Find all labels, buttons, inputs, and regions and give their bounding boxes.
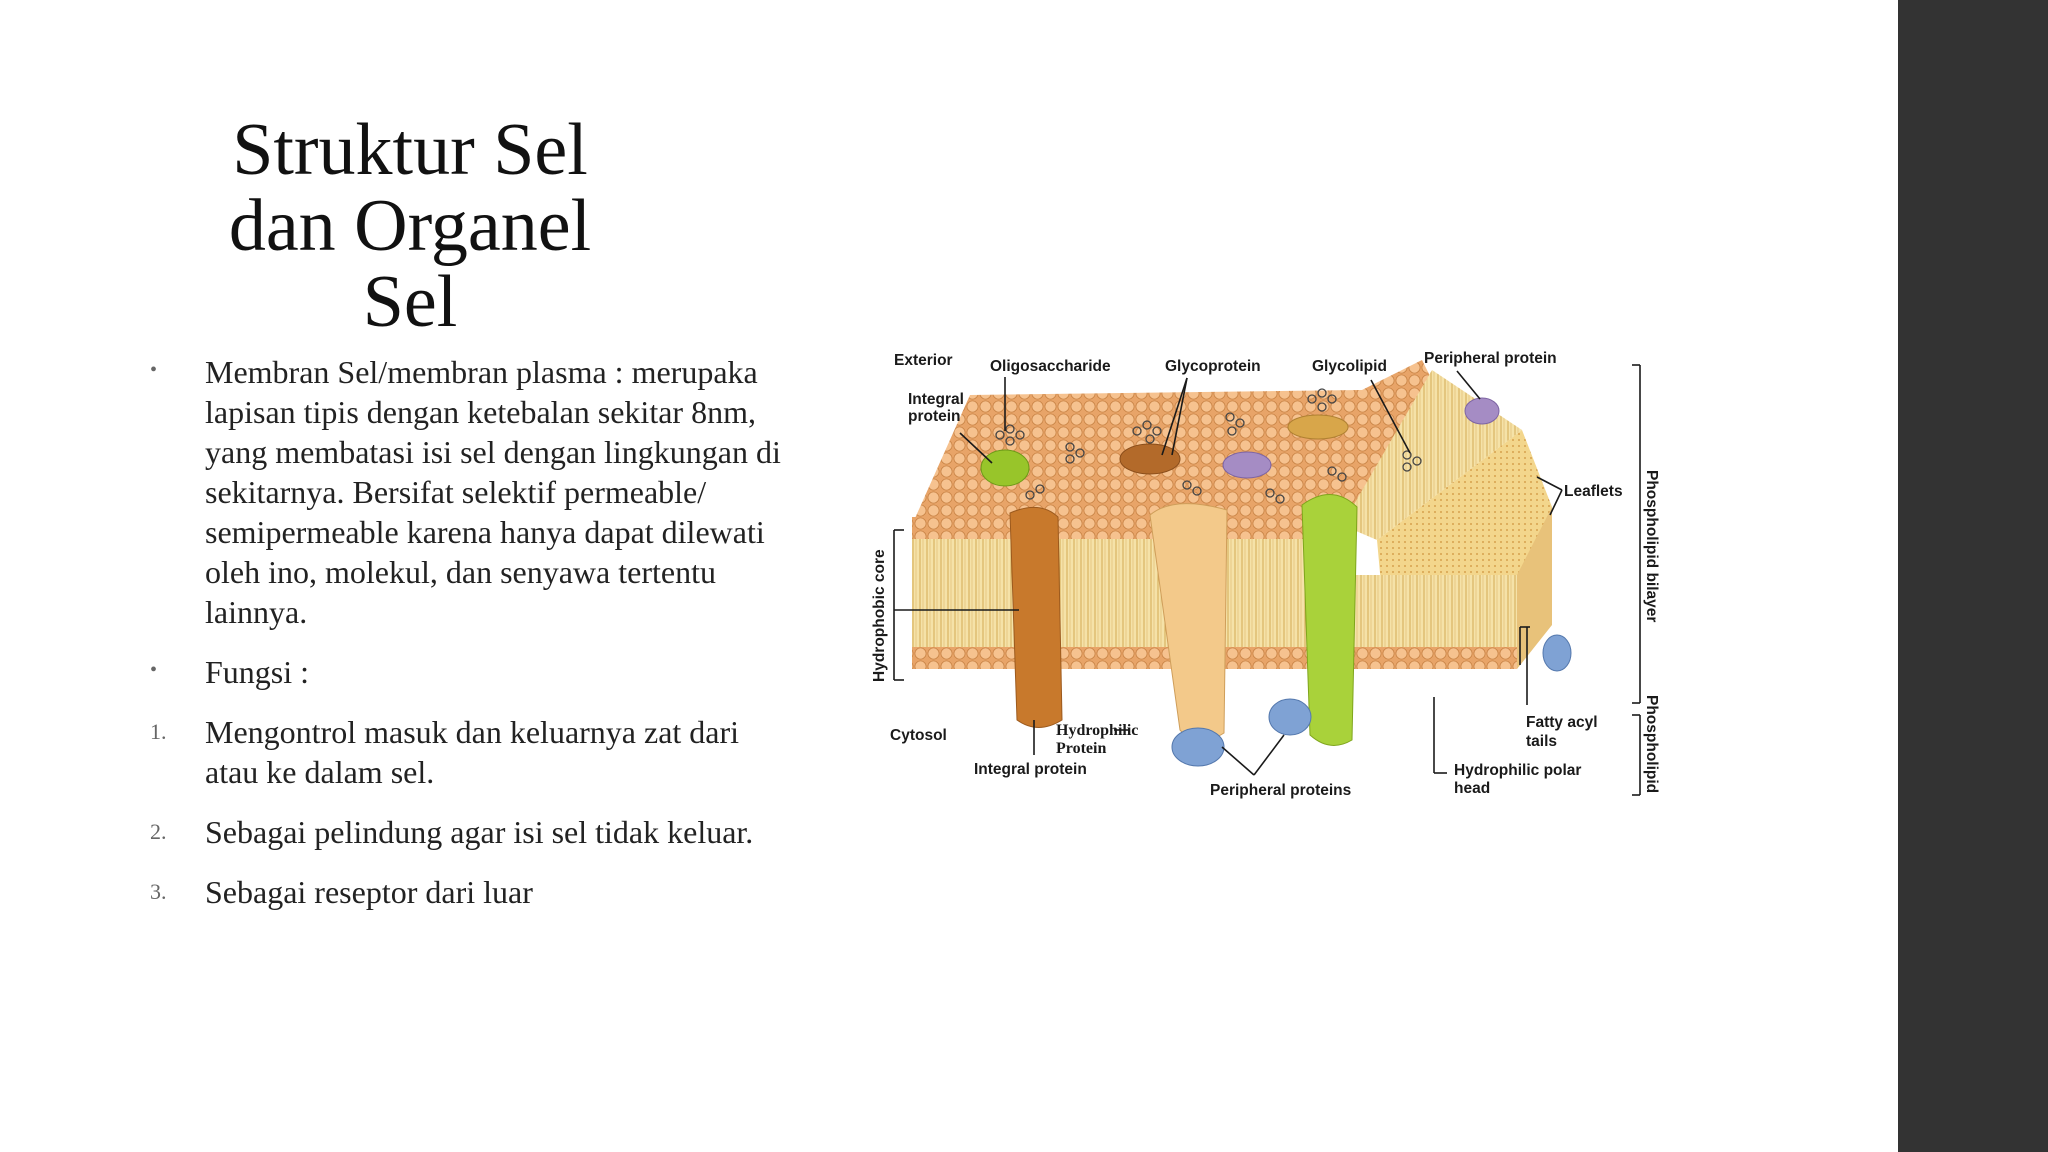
label-glycolipid: Glycolipid (1312, 358, 1387, 375)
integral-protein-green (1301, 494, 1358, 746)
number-marker: 1. (150, 719, 167, 744)
list-item: 3. Sebagai reseptor dari luar (150, 872, 790, 912)
label-hydrophobic-core: Hydrophobic core (871, 549, 888, 682)
label-hydrophilic-protein-line2: Protein (1056, 740, 1106, 757)
list-item-text: Membran Sel/membran plasma : merupaka la… (205, 354, 781, 630)
label-leaflets: Leaflets (1564, 483, 1623, 500)
label-peripheral-proteins: Peripheral proteins (1210, 782, 1351, 799)
number-marker: 2. (150, 819, 167, 844)
oligosaccharide-chains (995, 388, 1422, 504)
glycoprotein-body (1119, 443, 1181, 475)
label-phospholipid-bilayer: Phospholipid bilayer (1643, 470, 1660, 622)
slide-right-band (1898, 0, 2048, 1152)
label-integral-protein-bottom: Integral protein (974, 761, 1087, 778)
cell-membrane-diagram: Exterior Integral protein Oligosaccharid… (862, 335, 1680, 805)
membrane-body (912, 360, 1552, 669)
peripheral-protein-purple-center (1222, 451, 1272, 479)
list-item: • Fungsi : (150, 652, 790, 692)
list-item: • Membran Sel/membran plasma : merupaka … (150, 352, 790, 632)
glycolipid-body (1287, 414, 1349, 440)
leader-lines (893, 364, 1641, 796)
label-hydrophilic-polar-head-line1: Hydrophilic polar (1454, 762, 1581, 779)
list-item-text: Sebagai reseptor dari luar (205, 874, 533, 910)
label-exterior: Exterior (894, 352, 953, 369)
label-integral-protein-top-line1: Integral (908, 391, 964, 408)
label-hydrophilic-protein-line1: Hydrophilic (1056, 722, 1138, 739)
bullet-marker: • (150, 659, 158, 681)
label-glycoprotein: Glycoprotein (1165, 358, 1261, 375)
peripheral-protein-blue-bottom (1171, 727, 1225, 767)
peripheral-protein-blue-mid (1268, 698, 1312, 736)
slide-title: Struktur Sel dan Organel Sel (228, 109, 592, 343)
integral-protein-brown (1009, 506, 1063, 728)
label-hydrophilic-polar-head-line2: head (1454, 780, 1490, 797)
slide-body: • Membran Sel/membran plasma : merupaka … (150, 352, 790, 932)
label-fatty-acyl-tails-line1: Fatty acyl (1526, 714, 1598, 731)
label-fatty-acyl-tails-line2: tails (1526, 733, 1557, 750)
number-marker: 3. (150, 879, 167, 904)
integral-protein-top-green (980, 449, 1030, 487)
list-item: 1. Mengontrol masuk dan keluarnya zat da… (150, 712, 790, 792)
list-item: 2. Sebagai pelindung agar isi sel tidak … (150, 812, 790, 852)
list-item-text: Mengontrol masuk dan keluarnya zat dari … (205, 714, 740, 790)
label-phospholipid: Phospholipid (1643, 695, 1660, 793)
label-integral-protein-top-line2: protein (908, 408, 961, 425)
list-item-text: Fungsi : (205, 654, 310, 690)
bullet-marker: • (150, 359, 158, 381)
label-oligosaccharide: Oligosaccharide (990, 358, 1111, 375)
label-peripheral-protein: Peripheral protein (1424, 350, 1557, 367)
list-item-text: Sebagai pelindung agar isi sel tidak kel… (205, 814, 754, 850)
peripheral-protein-blue-right (1542, 634, 1572, 672)
peripheral-protein-purple-top (1464, 397, 1500, 425)
label-cytosol: Cytosol (890, 727, 947, 744)
